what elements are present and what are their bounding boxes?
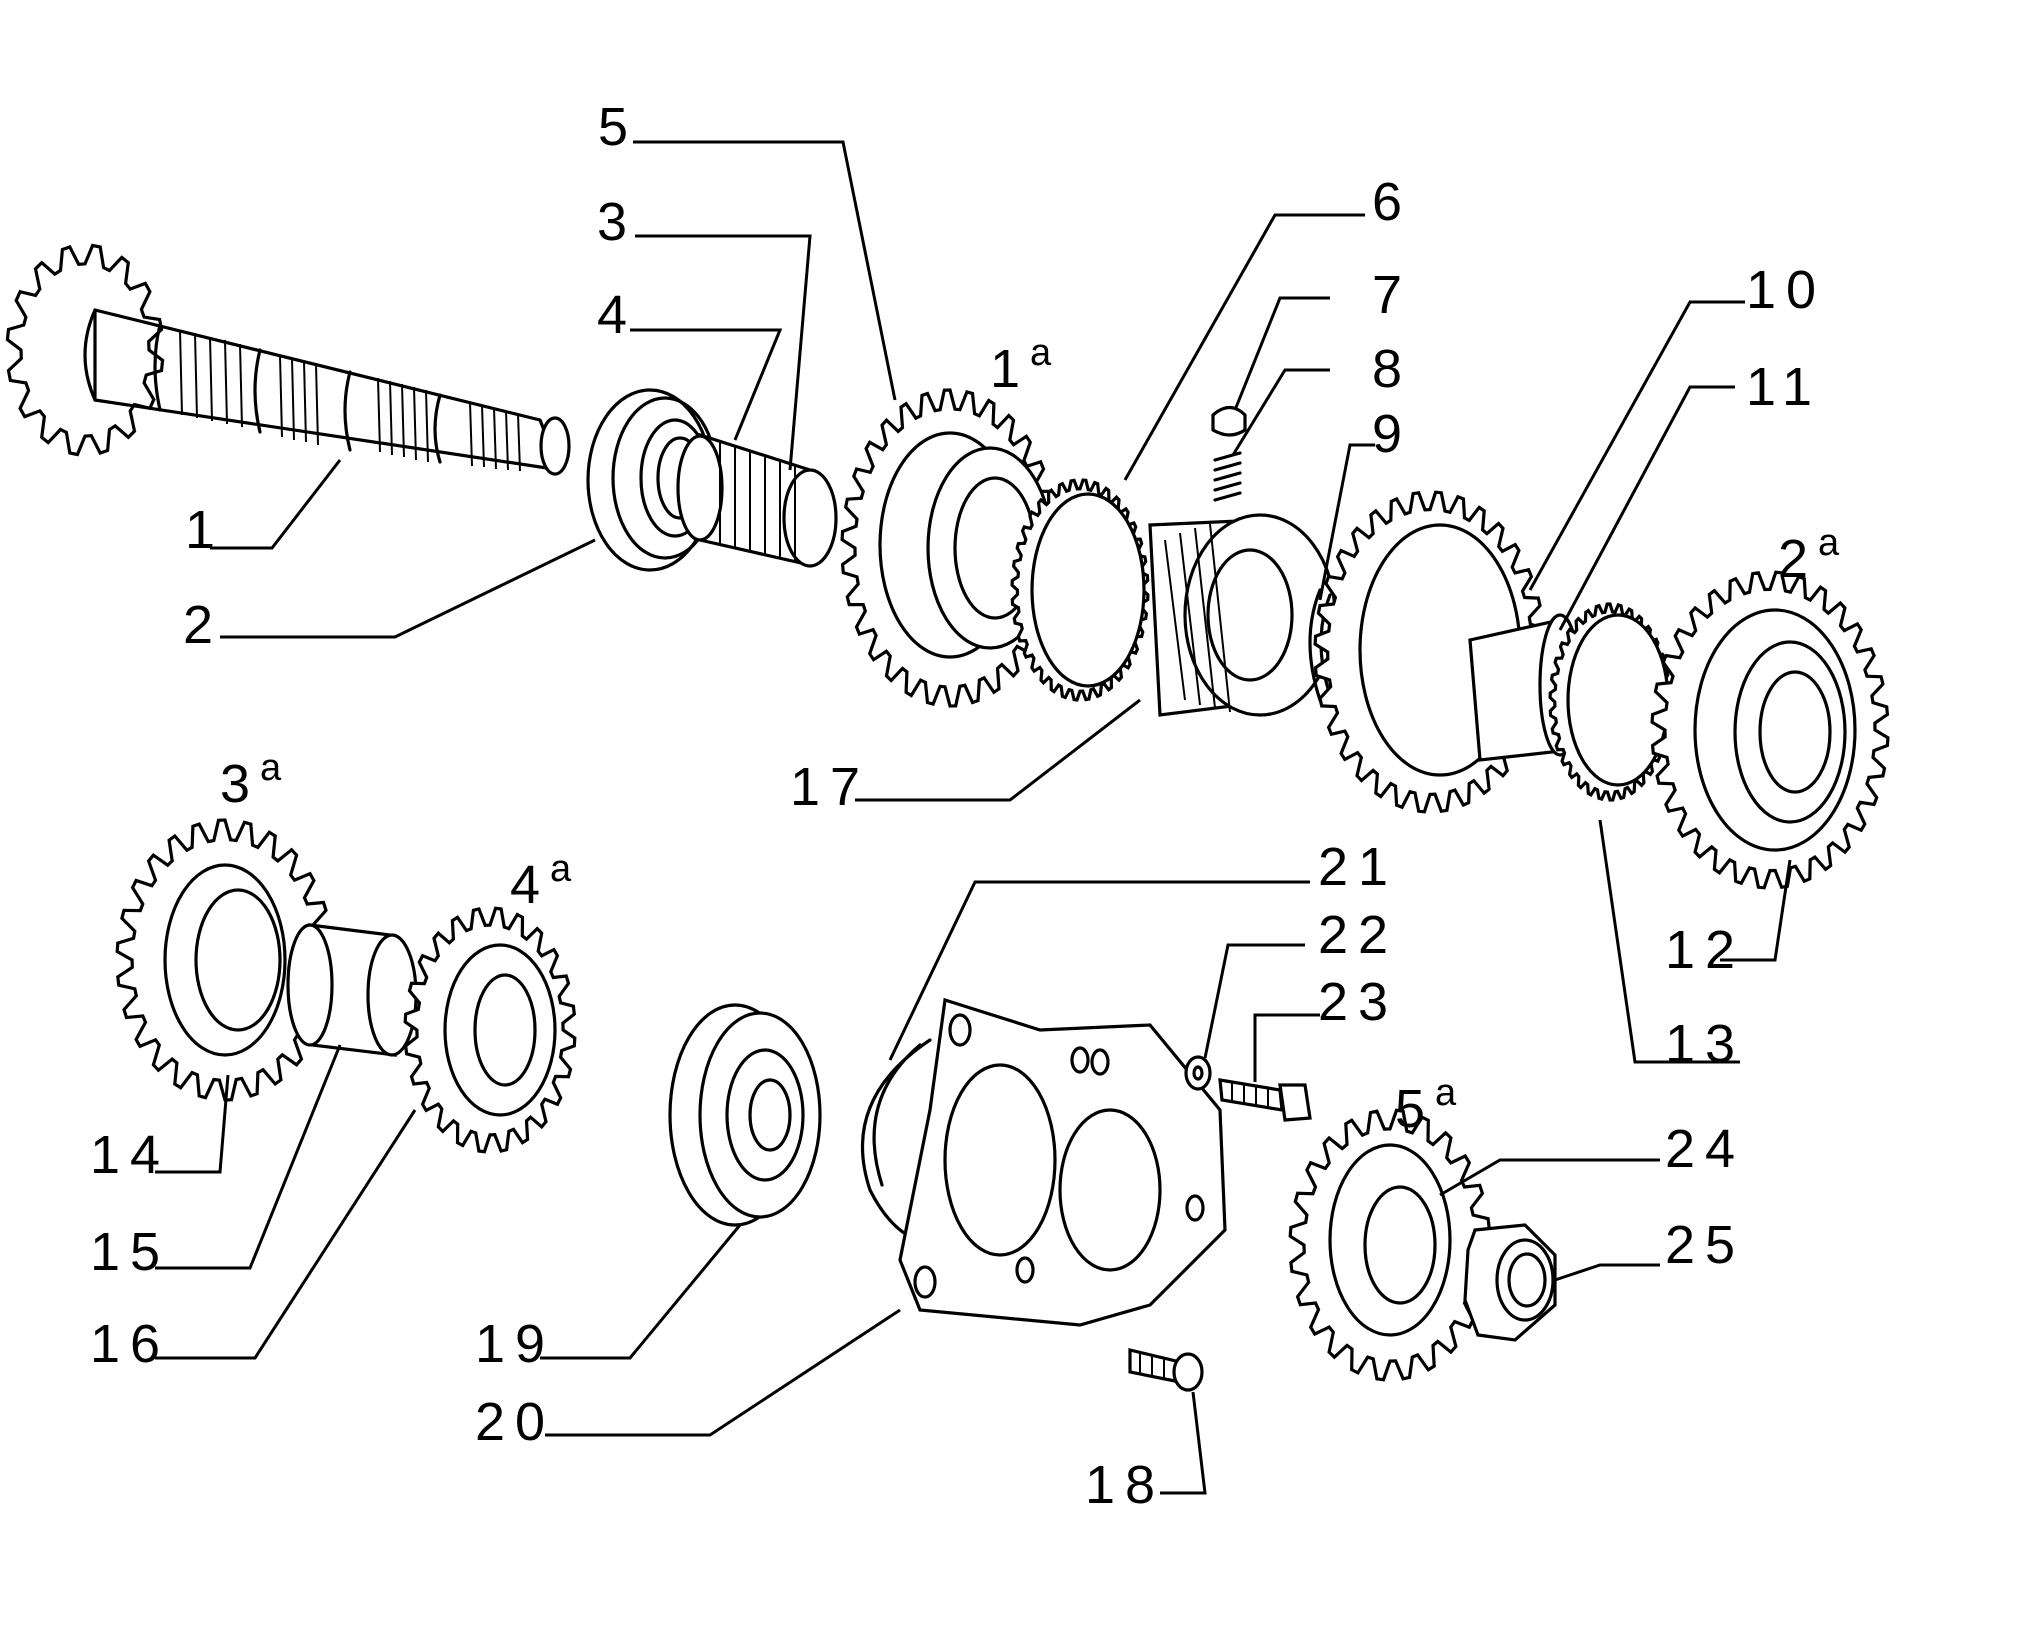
- part-18-screw: [1128, 1347, 1204, 1392]
- callout-2: 2: [183, 595, 223, 655]
- part-7-detent: [1211, 405, 1247, 437]
- callout-20: 20: [475, 1392, 555, 1452]
- callout-14: 14: [90, 1125, 170, 1185]
- callout-7: 7: [1372, 265, 1412, 325]
- callout-9: 9: [1372, 404, 1412, 464]
- part-25-nut: [1463, 1223, 1557, 1342]
- callout-21: 21: [1318, 837, 1398, 897]
- gear-label-3rd: 3a: [220, 747, 282, 814]
- part-20-plate: [898, 997, 1227, 1327]
- gear-label-2nd: 2a: [1778, 522, 1840, 589]
- callout-5: 5: [598, 97, 638, 157]
- callout-15: 15: [90, 1222, 170, 1282]
- gear-label-1st: 1a: [990, 332, 1052, 399]
- part-16-fourth-gear: [403, 906, 577, 1154]
- part-1-main-shaft: [5, 243, 571, 476]
- callout-25: 25: [1665, 1215, 1745, 1275]
- part-14-third-gear: [115, 818, 335, 1102]
- callout-10: 10: [1746, 260, 1826, 320]
- gear-labels: 1a 2a 3a 4a 5a: [220, 332, 1840, 1139]
- parts-drawing: [5, 243, 1890, 1392]
- callout-12: 12: [1665, 920, 1745, 980]
- callout-1: 1: [185, 500, 225, 560]
- gear-label-5th: 5a: [1395, 1072, 1457, 1139]
- part-17-synchro-sleeve: [1148, 513, 1337, 717]
- callout-24: 24: [1665, 1119, 1745, 1179]
- callout-18: 18: [1085, 1455, 1165, 1515]
- callout-16: 16: [90, 1314, 170, 1374]
- gear-label-4th: 4a: [510, 848, 572, 915]
- callout-4: 4: [597, 285, 637, 345]
- callout-8: 8: [1372, 339, 1412, 399]
- part-23-bolt: [1218, 1078, 1312, 1122]
- part-15-spacer: [286, 923, 418, 1057]
- callout-11: 11: [1746, 357, 1822, 417]
- callout-17: 17: [790, 757, 870, 817]
- callout-22: 22: [1318, 905, 1398, 965]
- part-22-washer: [1184, 1055, 1212, 1091]
- callout-6: 6: [1372, 172, 1412, 232]
- part-5-first-gear: [840, 388, 1060, 708]
- part-12-second-gear: [1650, 570, 1890, 890]
- callout-23: 23: [1318, 972, 1398, 1032]
- part-6-synchro-ring: [1010, 478, 1150, 702]
- callout-labels: 1 2 3 4 5 6 7 8 9 10 11 12 13 14 15 16 1…: [90, 97, 1826, 1515]
- part-8-spring: [1213, 451, 1242, 502]
- part-3-4-needle-bearing: [676, 432, 838, 568]
- callout-19: 19: [475, 1314, 555, 1374]
- part-24-fifth-gear: [1288, 1108, 1492, 1382]
- callout-13: 13: [1665, 1014, 1745, 1074]
- callout-3: 3: [597, 192, 637, 252]
- part-11-13-synchro-ring: [1548, 602, 1672, 802]
- part-19-oil-seal: [668, 1003, 822, 1227]
- leader-lines: [155, 140, 1792, 1495]
- part-10-gear: [1313, 490, 1582, 814]
